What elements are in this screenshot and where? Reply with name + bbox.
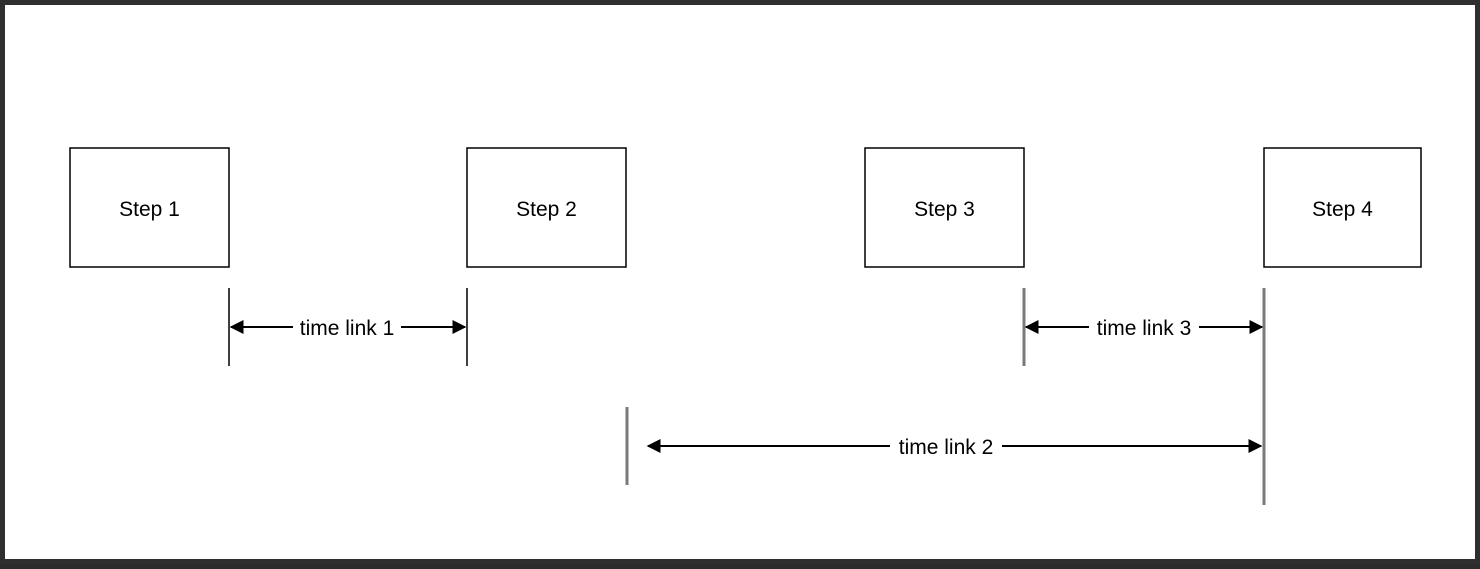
time-link-3-label-bg <box>1089 314 1199 340</box>
time-link-3-label: time link 3 <box>1097 317 1192 340</box>
time-link-1-label: time link 1 <box>300 317 395 340</box>
step-4-node[interactable]: Step 4 <box>1263 147 1422 268</box>
step-4-box[interactable] <box>1263 147 1422 268</box>
time-link-1[interactable]: time link 1 <box>229 314 467 340</box>
timeline-diagram: Step 1 Step 2 Step 3 Step 4 time link 1 <box>69 147 1422 505</box>
step-2-box[interactable] <box>466 147 627 268</box>
step-3-node[interactable]: Step 3 <box>864 147 1025 268</box>
step-3-box[interactable] <box>864 147 1025 268</box>
step-4-label: Step 4 <box>1312 198 1373 221</box>
step-2-node[interactable]: Step 2 <box>466 147 627 268</box>
time-link-2-label: time link 2 <box>899 436 994 459</box>
time-link-2-label-bg <box>890 433 1002 459</box>
time-link-2[interactable]: time link 2 <box>646 433 1263 459</box>
step-1-node[interactable]: Step 1 <box>69 147 230 268</box>
step-1-box[interactable] <box>69 147 230 268</box>
step-1-label: Step 1 <box>119 198 180 221</box>
step-2-label: Step 2 <box>516 198 577 221</box>
step-3-label: Step 3 <box>914 198 975 221</box>
time-link-1-label-bg <box>293 314 401 340</box>
time-link-3[interactable]: time link 3 <box>1024 314 1264 340</box>
